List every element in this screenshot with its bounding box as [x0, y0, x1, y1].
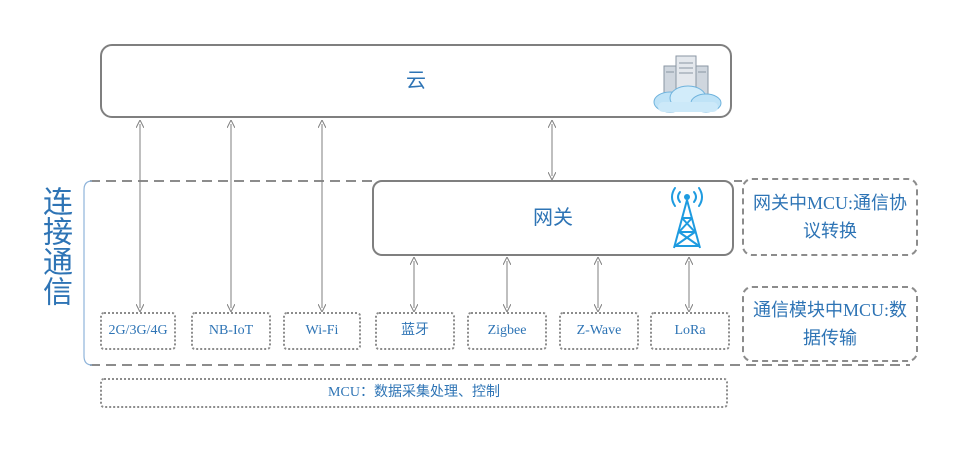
module-2g3g4g: 2G/3G/4G [100, 312, 176, 350]
connectivity-frame [83, 180, 910, 366]
section-title: 连接通信 [38, 186, 71, 306]
cloud-node [100, 44, 732, 118]
module-zigbee: Zigbee [467, 312, 547, 350]
cloud-label: 云 [406, 70, 426, 92]
module-bluetooth: 蓝牙 [375, 312, 455, 350]
note-gateway-mcu: 网关中MCU:通信协议转换 [742, 178, 918, 256]
mcu-bar: MCU：数据采集处理、控制 [100, 378, 728, 408]
module-zwave: Z-Wave [559, 312, 639, 350]
module-lora: LoRa [650, 312, 730, 350]
module-nbiot: NB-IoT [191, 312, 271, 350]
server-cloud-icon [653, 55, 722, 113]
gateway-label: 网关 [533, 207, 573, 229]
radio-tower-icon [671, 187, 703, 249]
module-wifi: Wi-Fi [283, 312, 361, 350]
note-module-mcu: 通信模块中MCU:数据传输 [742, 286, 918, 362]
